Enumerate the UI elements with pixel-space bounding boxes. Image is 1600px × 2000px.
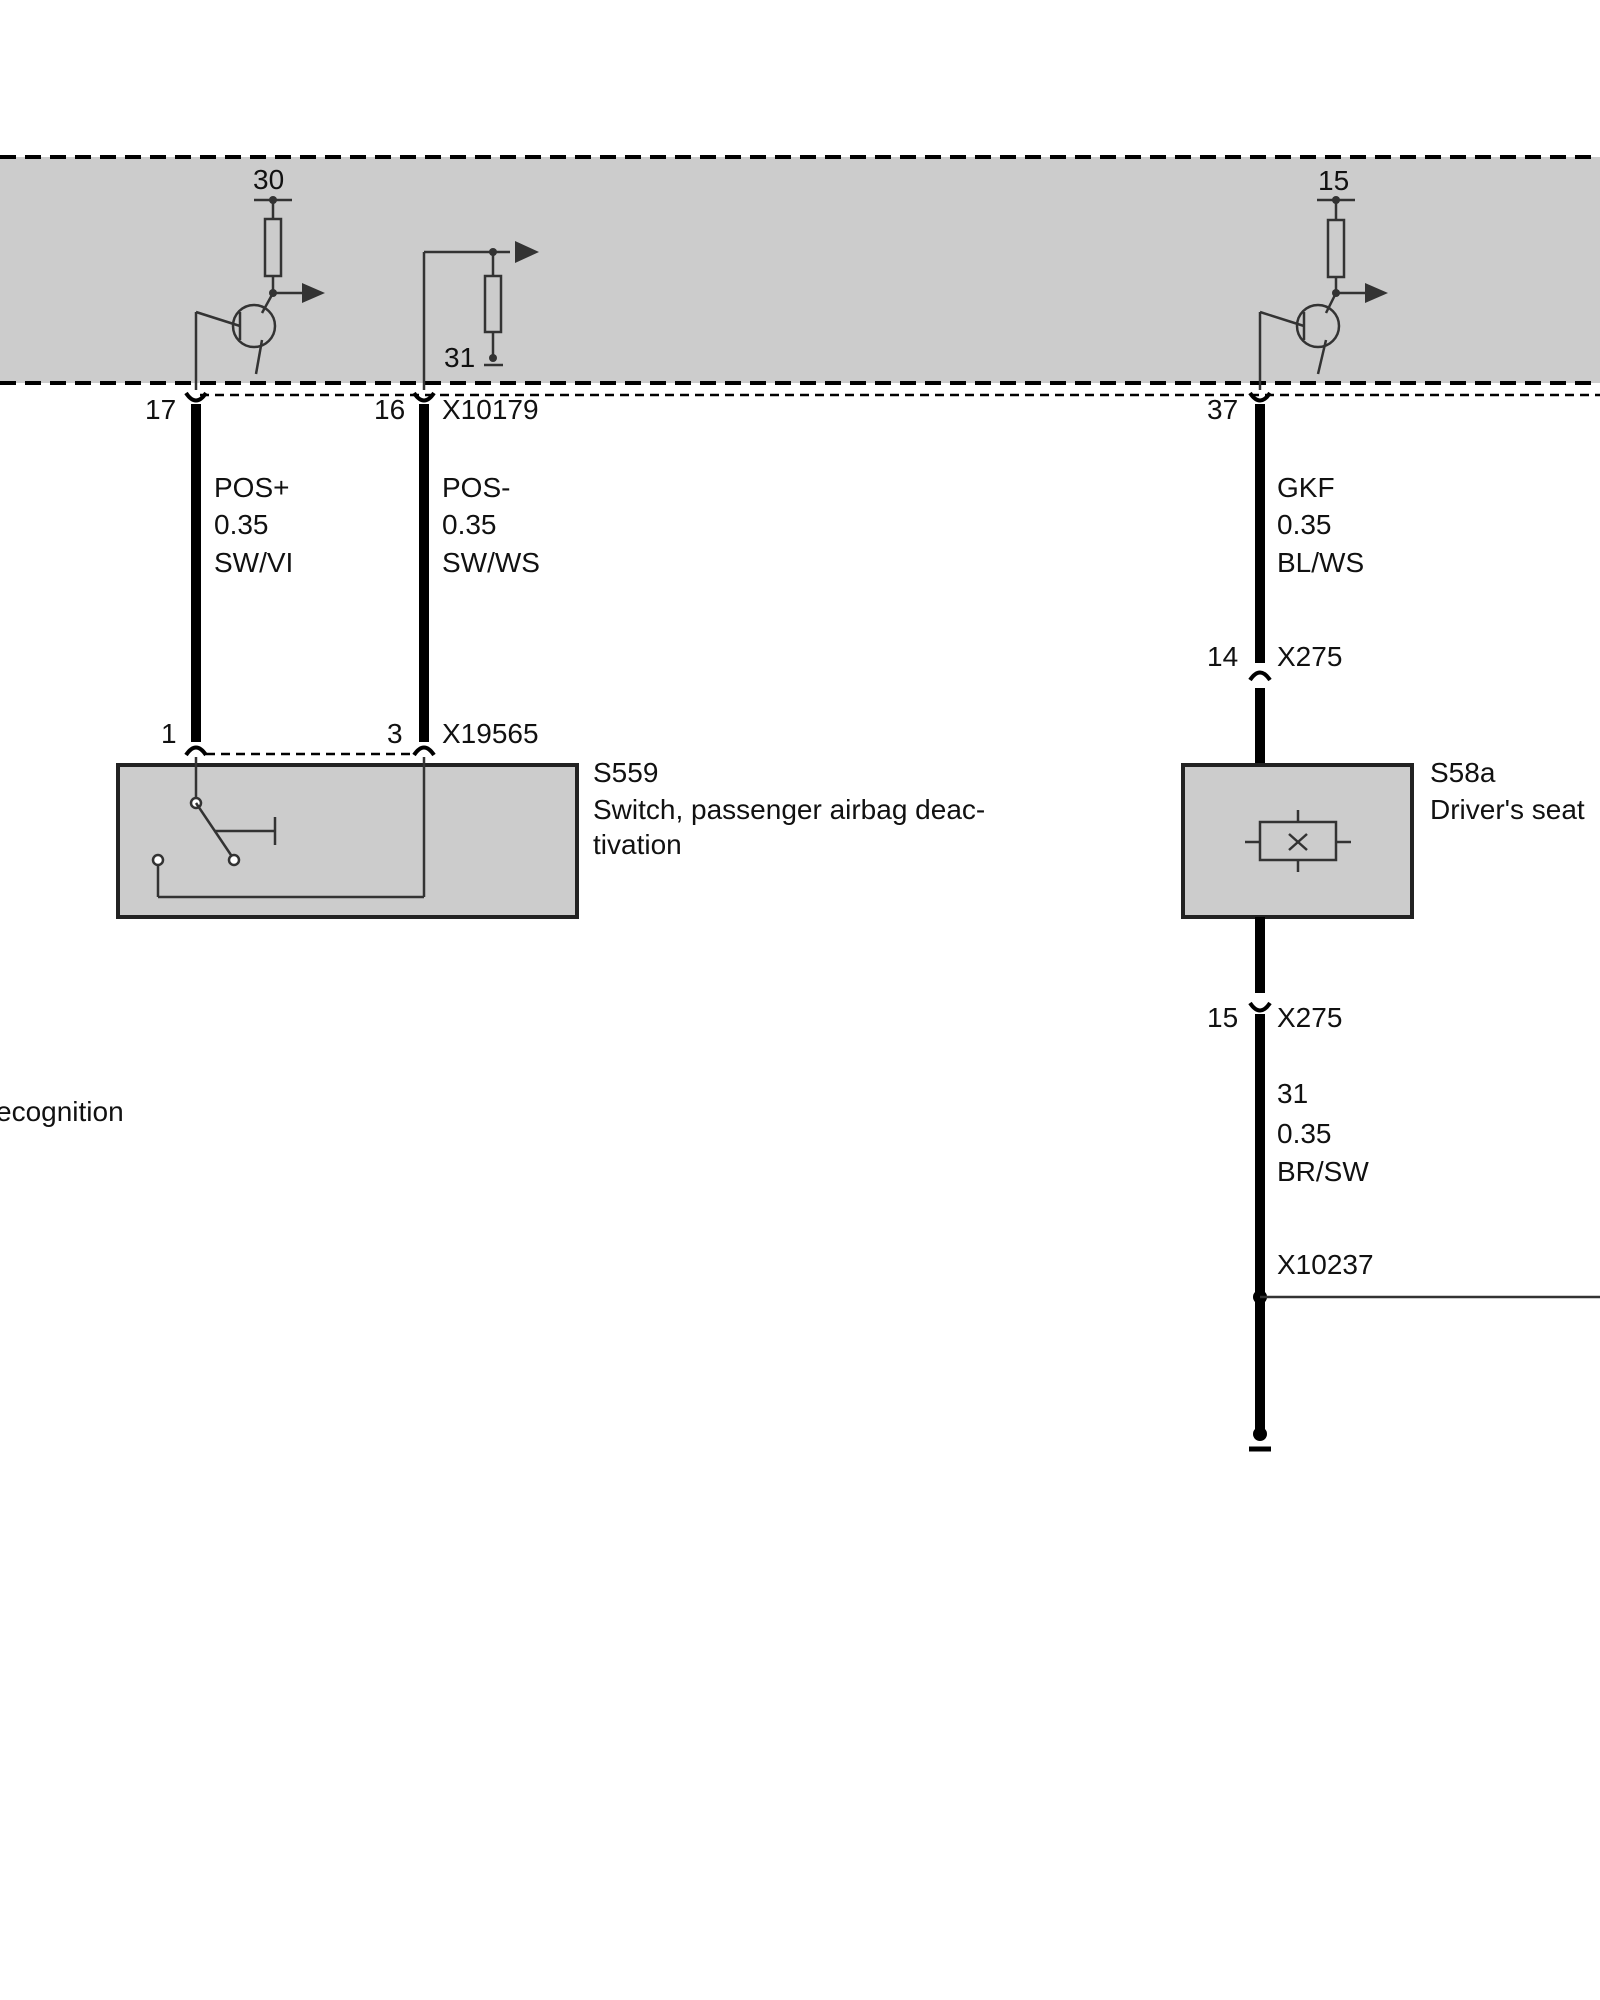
switch-name-line2: tivation <box>593 829 682 860</box>
switch-connector: 1 3 X19565 <box>161 718 539 757</box>
x275-pin-14-label: 14 <box>1207 641 1238 672</box>
switch-pin-1-socket <box>184 745 208 757</box>
wire-pos-plus: POS+ 0.35 SW/VI <box>191 404 293 742</box>
pin-17-label: 17 <box>145 394 176 425</box>
wire-pos-plus-signal: POS+ <box>214 472 289 503</box>
input-arrow-icon <box>515 241 539 263</box>
switch-name-line1: Switch, passenger airbag deac- <box>593 794 985 825</box>
module-connector: 17 16 X10179 37 <box>145 391 1272 425</box>
partial-label-left: ecognition <box>0 1096 124 1127</box>
x275-pin-15-socket <box>1248 1001 1272 1013</box>
control-module: 30 31 <box>0 155 1600 397</box>
node-dot <box>489 354 497 362</box>
switch-pin-1-label: 1 <box>161 718 177 749</box>
splice-label: X10237 <box>1277 1249 1374 1280</box>
switch-pin-3-label: 3 <box>387 718 403 749</box>
transistor-symbol <box>231 303 277 349</box>
supply-terminal-left-label: 30 <box>253 164 284 195</box>
switch-pin-3-socket <box>412 745 436 757</box>
wire-pos-plus-color: SW/VI <box>214 547 293 578</box>
x275-pin-14-socket <box>1248 670 1272 682</box>
supply-terminal-right-label: 15 <box>1318 165 1349 196</box>
transistor-driver-right: 15 <box>1258 165 1388 390</box>
switch-body <box>116 763 579 919</box>
wire-gkf-signal: GKF <box>1277 472 1335 503</box>
ground-terminal-label: 31 <box>444 342 475 373</box>
wire-gkf-size: 0.35 <box>1277 509 1332 540</box>
wire-ground: 31 0.35 BR/SW X10237 <box>1249 1014 1600 1452</box>
seat-id-label: S58a <box>1430 757 1496 788</box>
output-arrow-icon <box>302 283 325 303</box>
output-arrow-icon <box>1365 283 1388 303</box>
wire-gkf: GKF 0.35 BL/WS <box>1255 404 1364 663</box>
wire-pos-minus-signal: POS- <box>442 472 510 503</box>
module-shaded-area <box>0 157 1600 383</box>
ground-end-node <box>1253 1427 1267 1441</box>
switch-s559: S559 Switch, passenger airbag deac- tiva… <box>116 757 985 919</box>
wire-gkf-color: BL/WS <box>1277 547 1364 578</box>
transistor-symbol <box>1295 303 1341 349</box>
pin-17-socket <box>184 391 208 403</box>
x275-pin-15-label: 15 <box>1207 1002 1238 1033</box>
x275-upper-label: X275 <box>1277 641 1342 672</box>
wire-ground-size: 0.35 <box>1277 1118 1332 1149</box>
wire-pos-minus: POS- 0.35 SW/WS <box>419 404 540 742</box>
connector-x275-lower: 15 X275 <box>1207 917 1342 1033</box>
switch-contact <box>151 853 165 867</box>
switch-connector-label: X19565 <box>442 718 539 749</box>
pin-16-socket <box>412 391 436 403</box>
wire-pos-minus-color: SW/WS <box>442 547 540 578</box>
pin-37-socket <box>1248 391 1272 403</box>
switch-contact <box>227 853 241 867</box>
x275-lower-label: X275 <box>1277 1002 1342 1033</box>
wire-ground-signal: 31 <box>1277 1078 1308 1109</box>
connector-x275-upper: 14 X275 <box>1207 641 1342 765</box>
switch-id-label: S559 <box>593 757 658 788</box>
module-connector-label: X10179 <box>442 394 539 425</box>
pin-37-label: 37 <box>1207 394 1238 425</box>
driver-seat-s58a: S58a Driver's seat <box>1181 757 1585 919</box>
wire-ground-color: BR/SW <box>1277 1156 1369 1187</box>
pull-down-resistor: 31 <box>422 241 539 390</box>
wire-pos-minus-size: 0.35 <box>442 509 497 540</box>
wire-pos-plus-size: 0.35 <box>214 509 269 540</box>
seat-name-label: Driver's seat <box>1430 794 1585 825</box>
pin-16-label: 16 <box>374 394 405 425</box>
transistor-driver-left: 30 <box>194 164 325 390</box>
